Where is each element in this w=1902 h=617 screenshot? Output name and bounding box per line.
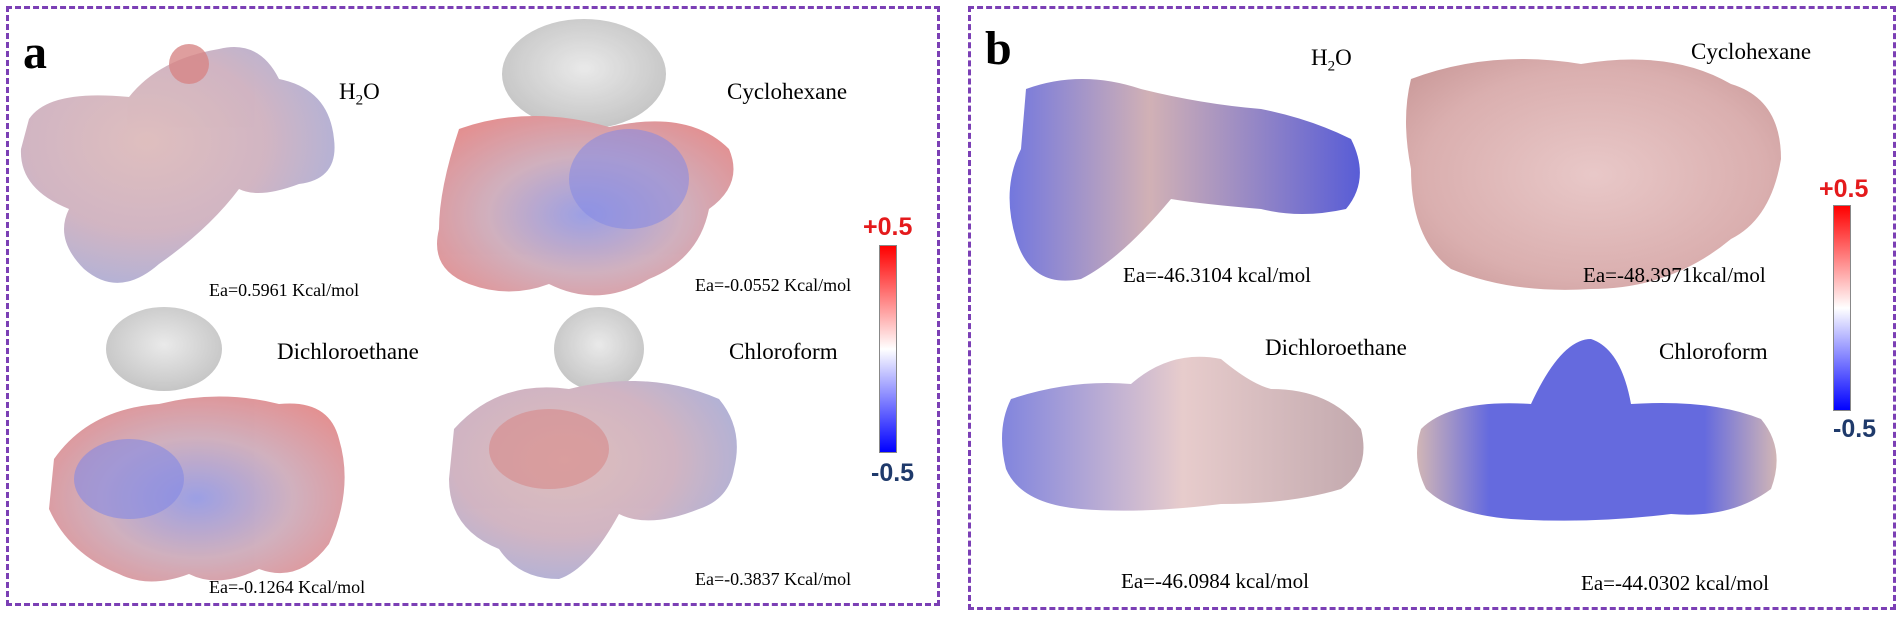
molecule-dichloroethane-b [1002, 356, 1364, 511]
energy-label-chloroform: Ea=-0.3837 Kcal/mol [695, 569, 852, 589]
solvent-label-chloroform: Chloroform [729, 339, 838, 364]
molecule-cyclohexane-b [1406, 59, 1781, 290]
energy-label-h2o-b: Ea=-46.3104 kcal/mol [1123, 263, 1311, 287]
energy-label-chloroform-b: Ea=-44.0302 kcal/mol [1581, 571, 1769, 595]
molecule-dichloroethane-a [49, 307, 345, 582]
panel-b-molecule-surfaces [1002, 59, 1781, 521]
colorbar-b [1833, 205, 1851, 411]
colorbar-min-label-b: -0.5 [1833, 415, 1877, 443]
panel-b: b H2O Ea=-46.3104 kcal/mol Cyclohexane E… [968, 6, 1896, 610]
energy-label-dichloroethane: Ea=-0.1264 Kcal/mol [209, 577, 366, 597]
colorbar [879, 245, 897, 453]
panel-a: a [6, 6, 940, 606]
molecule-cyclohexane-a [437, 19, 734, 296]
solvent-label-h2o: H2O [339, 79, 380, 109]
colorbar-min-label: -0.5 [871, 459, 915, 487]
molecule-chloroform-a [449, 307, 737, 579]
energy-label-dichloroethane-b: Ea=-46.0984 kcal/mol [1121, 569, 1309, 593]
solvent-label-chloroform-b: Chloroform [1659, 339, 1768, 364]
panel-a-letter: a [23, 26, 47, 79]
energy-label-cyclohexane-b: Ea=-48.3971kcal/mol [1583, 263, 1766, 287]
solvent-label-dichloroethane-b: Dichloroethane [1265, 335, 1407, 360]
panel-b-letter: b [985, 22, 1012, 75]
energy-label-cyclohexane: Ea=-0.0552 Kcal/mol [695, 275, 852, 295]
solvent-label-dichloroethane: Dichloroethane [277, 339, 419, 364]
molecule-h2o-b [1009, 79, 1360, 281]
solvent-label-h2o-b: H2O [1311, 45, 1352, 75]
molecule-h2o-a [20, 44, 335, 283]
molecule-chloroform-b [1417, 339, 1777, 521]
solvent-label-cyclohexane-b: Cyclohexane [1691, 39, 1812, 64]
colorbar-max-label: +0.5 [863, 213, 913, 241]
solvent-label-cyclohexane: Cyclohexane [727, 79, 848, 104]
colorbar-max-label-b: +0.5 [1819, 175, 1869, 203]
panel-a-molecule-surfaces [20, 19, 737, 582]
energy-label-h2o: Ea=0.5961 Kcal/mol [209, 280, 360, 300]
